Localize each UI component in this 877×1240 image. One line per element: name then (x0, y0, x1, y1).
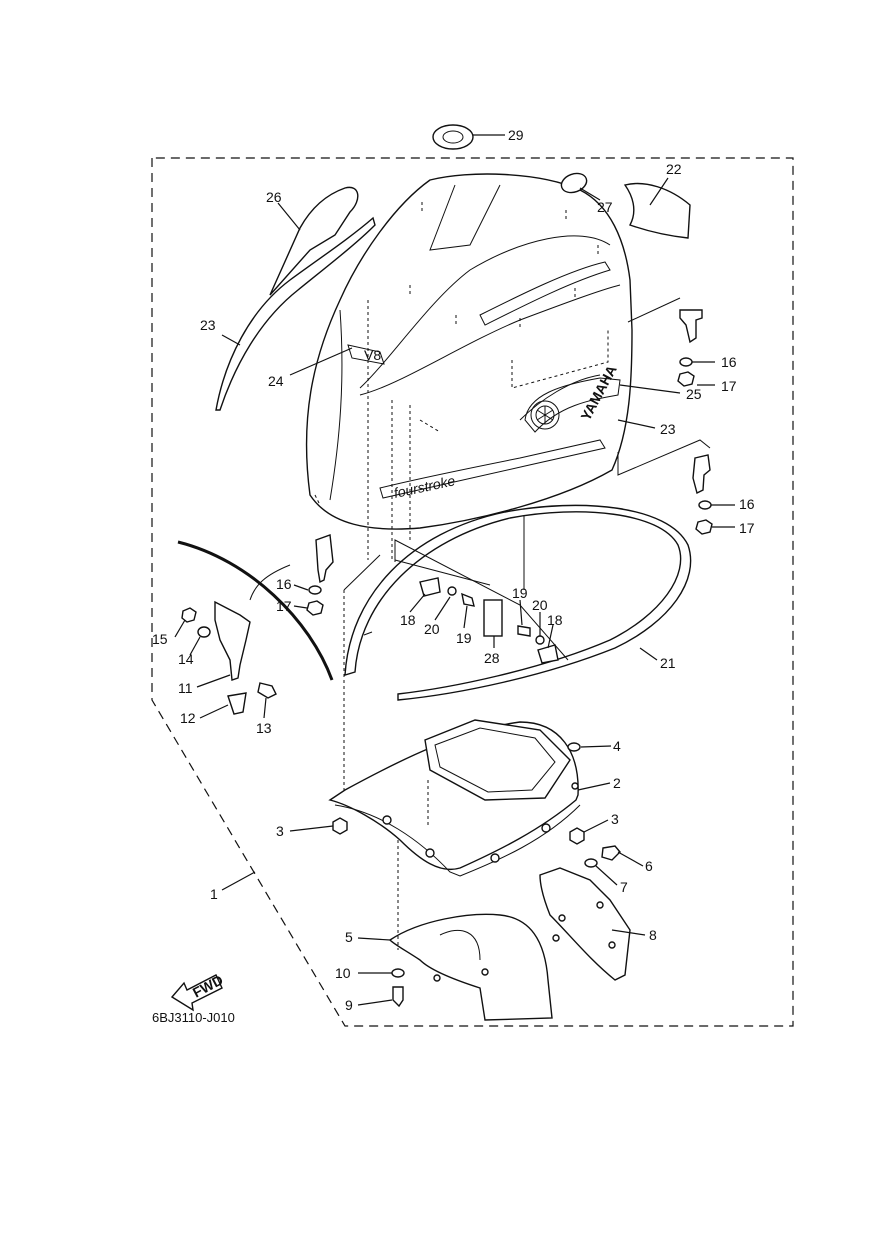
callout-2: 2 (613, 775, 621, 791)
callout-6: 6 (645, 858, 653, 874)
callout-10: 10 (335, 965, 351, 981)
latch-left (315, 534, 334, 584)
latch-right-lower (617, 439, 711, 495)
decal-22 (623, 182, 691, 239)
callout-15: 15 (152, 631, 168, 647)
callout-14: 14 (178, 651, 194, 667)
callout-25: 25 (686, 386, 702, 402)
top-cowling: YAMAHA fourstroke V8 (305, 173, 633, 530)
callout-23-right: 23 (660, 421, 676, 437)
callout-3-left: 3 (276, 823, 284, 839)
callout-18-right: 18 (547, 612, 563, 628)
callout-19-left: 19 (456, 630, 472, 646)
parts-18-19-20-28 (343, 300, 569, 800)
panel-8 (539, 867, 631, 981)
callout-labels: 29 27 22 26 23 24 16 17 25 23 16 17 16 1… (152, 127, 755, 1013)
latch-right-upper (627, 297, 703, 344)
callout-1: 1 (210, 886, 218, 902)
callout-20-right: 20 (532, 597, 548, 613)
fwd-label: FWD (190, 972, 226, 1001)
callout-5: 5 (345, 929, 353, 945)
parts-9-10 (391, 968, 405, 1008)
fwd-arrow-icon: FWD (170, 972, 226, 1012)
callout-18-left: 18 (400, 612, 416, 628)
callout-13: 13 (256, 720, 272, 736)
decal-23-left (215, 216, 376, 411)
detail-inset (177, 540, 334, 681)
callout-11: 11 (178, 680, 193, 696)
decal-26 (269, 186, 359, 296)
callout-3-right: 3 (611, 811, 619, 827)
callout-16-left: 16 (276, 576, 292, 592)
callout-22: 22 (666, 161, 682, 177)
lower-cover (388, 840, 553, 1021)
callout-17-upper: 17 (721, 378, 737, 394)
callout-28: 28 (484, 650, 500, 666)
callout-17-left: 17 (276, 598, 292, 614)
callout-24: 24 (268, 373, 284, 389)
callout-26: 26 (266, 189, 282, 205)
leader-lines (174, 134, 735, 1006)
washers-16-17 (306, 357, 713, 616)
callout-29: 29 (508, 127, 524, 143)
callout-20-left: 20 (424, 621, 440, 637)
latch-parts-11-15 (181, 600, 277, 715)
diagram-code: 6BJ3110-J010 (152, 1010, 235, 1025)
callout-23-left: 23 (200, 317, 216, 333)
callout-17-lower: 17 (739, 520, 755, 536)
seal-21 (344, 504, 692, 701)
callout-9: 9 (345, 997, 353, 1013)
grommets-3-4 (332, 742, 585, 845)
bottom-cowling (328, 719, 581, 877)
assembly-boundary (151, 157, 794, 1027)
callout-21: 21 (660, 655, 676, 671)
callout-16-lower: 16 (739, 496, 755, 512)
callout-7: 7 (620, 879, 628, 895)
emblem-29 (432, 124, 474, 150)
callout-4: 4 (613, 738, 621, 754)
callout-8: 8 (649, 927, 657, 943)
callout-27: 27 (597, 199, 613, 215)
callout-16-upper: 16 (721, 354, 737, 370)
callout-19-right: 19 (512, 585, 528, 601)
badge-text: V8 (364, 347, 381, 363)
parts-6-7 (584, 845, 621, 868)
callout-12: 12 (180, 710, 196, 726)
